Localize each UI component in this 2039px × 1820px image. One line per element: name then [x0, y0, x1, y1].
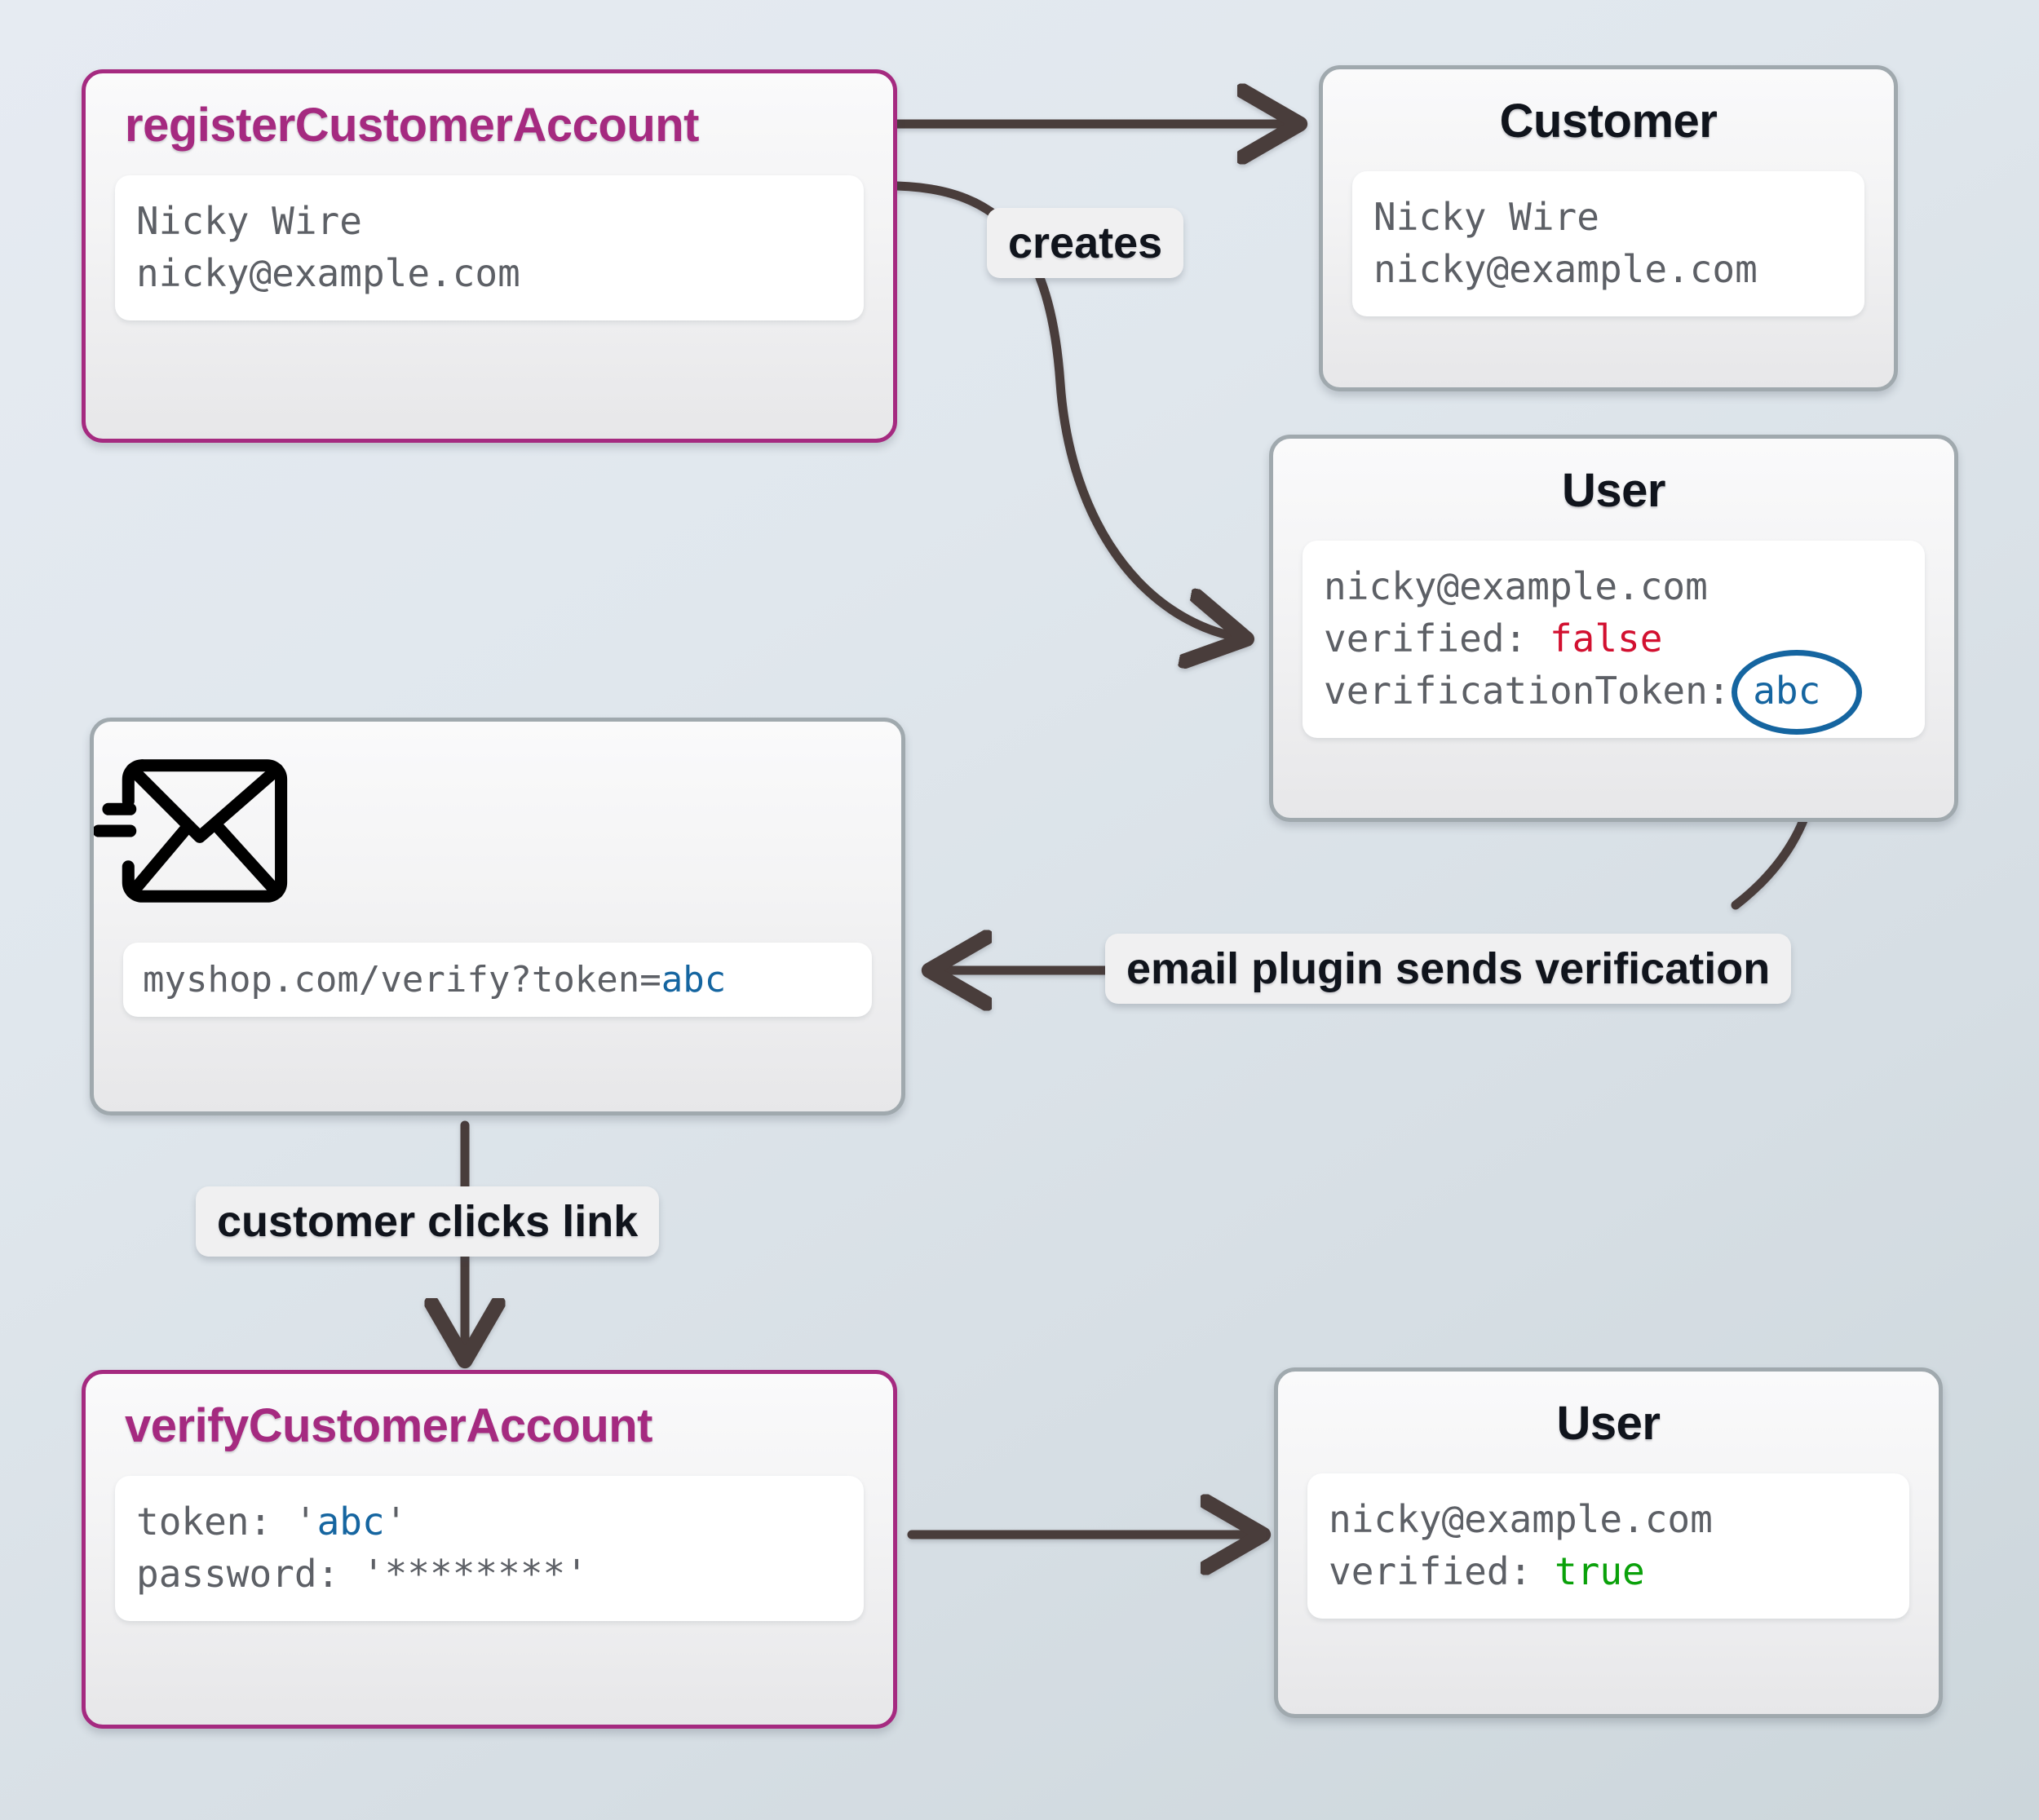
field-verified: verified: true	[1329, 1545, 1888, 1597]
verification-token-label: verificationToken:	[1324, 669, 1754, 713]
field-verified: verified: false	[1324, 612, 1904, 665]
field-email: nicky@example.com	[136, 251, 520, 296]
token-quote-close: '	[384, 1500, 408, 1544]
verification-link-token: abc	[661, 959, 727, 1001]
verification-link-prefix: myshop.com/verify?token=	[143, 959, 661, 1001]
send-email-icon	[92, 758, 901, 908]
token-label: token:	[136, 1500, 294, 1544]
field-email: nicky@example.com	[1324, 564, 1708, 608]
field-token: token: 'abc'	[136, 1495, 843, 1548]
field-name: Nicky Wire	[136, 199, 362, 243]
verification-token-annotated: abc	[1732, 650, 1863, 736]
node-user-verified[interactable]: User nicky@example.com verified: true	[1274, 1367, 1943, 1718]
token-value: abc	[316, 1500, 385, 1544]
verified-value: false	[1549, 616, 1663, 661]
password-value: '********'	[361, 1552, 588, 1597]
verification-token-value: abc	[1753, 669, 1821, 713]
node-title-user-unverified: User	[1562, 464, 1665, 517]
verified-value: true	[1554, 1549, 1645, 1594]
field-password: password: '********'	[136, 1548, 843, 1600]
node-verify-customer-account[interactable]: verifyCustomerAccount token: 'abc' passw…	[82, 1370, 897, 1729]
node-title-verify: verifyCustomerAccount	[125, 1399, 652, 1452]
user-verified-fields: nicky@example.com verified: true	[1307, 1473, 1909, 1619]
node-title-register: registerCustomerAccount	[125, 99, 699, 152]
verification-link[interactable]: myshop.com/verify?token=abc	[123, 943, 872, 1017]
node-customer[interactable]: Customer Nicky Wire nicky@example.com	[1319, 65, 1898, 391]
node-title-user-verified: User	[1556, 1397, 1661, 1450]
field-verification-token: verificationToken: abc	[1324, 650, 1904, 736]
node-user-unverified[interactable]: User nicky@example.com verified: false v…	[1269, 435, 1958, 822]
field-name: Nicky Wire	[1373, 195, 1599, 239]
edge-label-email-plugin-sends-verification: email plugin sends verification	[1105, 934, 1792, 1004]
verified-label: verified:	[1329, 1549, 1555, 1594]
edge-label-creates: creates	[987, 208, 1184, 278]
password-label: password:	[136, 1552, 362, 1597]
node-email-message[interactable]: myshop.com/verify?token=abc	[90, 718, 905, 1115]
edge-label-customer-clicks-link: customer clicks link	[196, 1186, 660, 1257]
user-unverified-fields: nicky@example.com verified: false verifi…	[1303, 541, 1925, 739]
customer-fields: Nicky Wire nicky@example.com	[1352, 171, 1864, 317]
verified-label: verified:	[1324, 616, 1550, 661]
field-email: nicky@example.com	[1373, 247, 1758, 292]
token-quote-open: '	[294, 1500, 317, 1544]
node-register-customer-account[interactable]: registerCustomerAccount Nicky Wire nicky…	[82, 69, 897, 443]
register-fields: Nicky Wire nicky@example.com	[115, 175, 864, 321]
node-title-customer: Customer	[1499, 95, 1718, 148]
field-email: nicky@example.com	[1329, 1497, 1713, 1541]
verify-fields: token: 'abc' password: '********'	[115, 1476, 864, 1622]
